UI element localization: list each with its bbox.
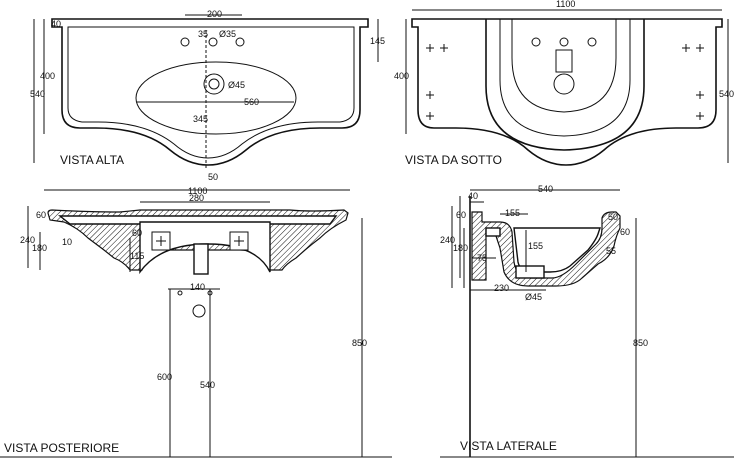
top-view-outline bbox=[51, 18, 369, 166]
bottom-view: 1100 400 540 VISTA DA SOTTO bbox=[394, 0, 734, 167]
side-view: 540 40 60 155 155 240 180 75 230 Ø45 50 … bbox=[440, 184, 734, 458]
back-view: 1100 280 60 240 180 10 60 115 140 600 54… bbox=[0, 186, 392, 458]
dim-side-55: 55 bbox=[606, 246, 616, 256]
dim-top-d35: Ø35 bbox=[219, 29, 236, 39]
back-view-waste-pipe bbox=[192, 304, 206, 318]
bracket-holes bbox=[151, 231, 249, 251]
dim-back-bracket-60: 60 bbox=[132, 228, 142, 238]
bottom-view-bowl bbox=[485, 19, 645, 151]
dim-top-35: 35 bbox=[198, 29, 208, 39]
dim-side-240: 240 bbox=[440, 235, 455, 245]
dim-top-540: 540 bbox=[30, 89, 45, 99]
dim-back-140: 140 bbox=[190, 282, 205, 292]
dim-top-145: 145 bbox=[370, 36, 385, 46]
back-view-drain-pipe bbox=[193, 243, 209, 275]
dim-side-60: 60 bbox=[456, 210, 466, 220]
dim-side-60b: 60 bbox=[620, 227, 630, 237]
title-vista-laterale: VISTA LATERALE bbox=[460, 439, 557, 453]
dim-side-d45: Ø45 bbox=[525, 292, 542, 302]
dim-back-60: 60 bbox=[36, 210, 46, 220]
bottom-view-outline bbox=[411, 18, 723, 166]
dim-back-10: 10 bbox=[62, 237, 72, 247]
side-view-bolt bbox=[485, 227, 501, 237]
dim-side-50: 50 bbox=[608, 212, 618, 222]
dim-back-540: 540 bbox=[200, 380, 215, 390]
dim-back-180: 180 bbox=[32, 243, 47, 253]
dim-back-850: 850 bbox=[352, 338, 367, 348]
dim-top-345: 345 bbox=[193, 114, 208, 124]
top-view-bowl bbox=[135, 61, 297, 135]
bottom-view-drain bbox=[555, 49, 573, 73]
dim-side-850: 850 bbox=[633, 338, 648, 348]
top-view: 200 40 35 Ø35 145 400 540 Ø45 560 345 50… bbox=[30, 9, 385, 182]
back-view-pipe-left bbox=[177, 290, 183, 296]
dim-side-540: 540 bbox=[538, 184, 553, 194]
side-view-outlet bbox=[515, 265, 545, 279]
dim-top-200: 200 bbox=[207, 9, 222, 19]
dim-bottom-1100: 1100 bbox=[556, 0, 575, 9]
dim-back-280: 280 bbox=[189, 193, 204, 203]
dim-top-400: 400 bbox=[40, 71, 55, 81]
title-vista-alta: VISTA ALTA bbox=[60, 153, 124, 167]
dim-top-d45: Ø45 bbox=[228, 80, 245, 90]
dim-bottom-540: 540 bbox=[719, 89, 734, 99]
dim-back-1100: 1100 bbox=[188, 186, 207, 196]
dim-back-600: 600 bbox=[157, 372, 172, 382]
dim-top-50: 50 bbox=[208, 172, 218, 182]
dim-side-180: 180 bbox=[453, 243, 468, 253]
dim-top-40: 40 bbox=[51, 19, 61, 29]
dim-side-155-top: 155 bbox=[505, 208, 520, 218]
dim-side-155: 155 bbox=[528, 241, 543, 251]
top-view-drain bbox=[203, 73, 225, 95]
tap-hole-right bbox=[235, 37, 245, 47]
dim-side-230: 230 bbox=[494, 283, 509, 293]
dim-bottom-400: 400 bbox=[394, 71, 409, 81]
tap-hole-center bbox=[208, 37, 218, 47]
dim-back-240: 240 bbox=[20, 235, 35, 245]
dim-side-75: 75 bbox=[477, 253, 487, 263]
dim-side-40: 40 bbox=[468, 191, 478, 201]
title-vista-posteriore: VISTA POSTERIORE bbox=[4, 441, 119, 455]
dim-top-560: 560 bbox=[244, 97, 259, 107]
title-vista-da-sotto: VISTA DA SOTTO bbox=[405, 153, 502, 167]
dim-back-115: 115 bbox=[130, 251, 144, 261]
fixing-points bbox=[426, 44, 704, 120]
tap-hole-left bbox=[180, 37, 190, 47]
